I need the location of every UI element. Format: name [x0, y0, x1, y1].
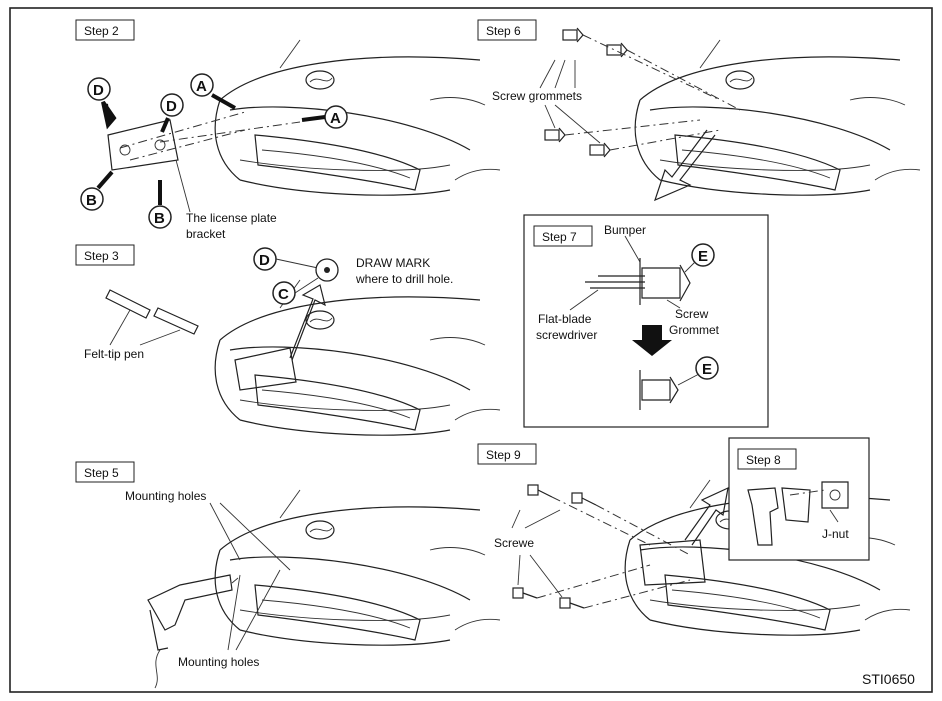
- svg-text:D: D: [259, 252, 270, 269]
- svg-text:B: B: [154, 210, 165, 227]
- down-arrow-icon: [632, 325, 672, 356]
- step-3-label-box: [75, 244, 135, 266]
- svg-text:B: B: [86, 192, 97, 209]
- step-5-label-box: [75, 461, 135, 483]
- arrow-icon: [654, 129, 716, 202]
- figure-id: STI0650: [862, 671, 915, 687]
- mounting-holes-label-bottom: Mounting holes: [178, 655, 259, 669]
- j-nut-icon: [821, 481, 849, 509]
- screw-label: Screw: [675, 307, 709, 321]
- step-8-label: Step 8: [746, 453, 781, 467]
- arrow-icon: [160, 117, 170, 133]
- j-nut-label: J-nut: [822, 527, 849, 541]
- step-8-label-box: [737, 448, 797, 470]
- drill-icon: [147, 574, 233, 631]
- svg-text:D: D: [93, 82, 104, 99]
- svg-text:D: D: [166, 98, 177, 115]
- step-3-label: Step 3: [84, 249, 119, 263]
- arrow-icon: [289, 284, 326, 361]
- step-5-label: Step 5: [84, 466, 119, 480]
- arrow-icon: [96, 170, 114, 190]
- bracket-edge-icon: [747, 487, 779, 546]
- screw-grommet-icon: [641, 379, 671, 401]
- step-2-label: Step 2: [84, 24, 119, 38]
- arrow-icon: [301, 115, 326, 122]
- license-plate-bracket: [107, 119, 179, 171]
- arrow-icon: [101, 100, 117, 130]
- svg-text:C: C: [278, 286, 289, 303]
- draw-mark-label-1: DRAW MARK: [356, 256, 430, 270]
- step-2-label-box: [75, 19, 135, 41]
- flat-blade-label-2: screwdriver: [536, 328, 597, 342]
- screw-icon: [571, 492, 597, 506]
- screw-grommet-icon: [544, 127, 566, 143]
- step-9-label-box: [477, 443, 537, 465]
- bumper-label: Bumper: [604, 223, 646, 237]
- step-7-frame: [523, 214, 769, 428]
- callout-e-2: [695, 356, 719, 380]
- grommet-label: Grommet: [669, 323, 720, 337]
- flat-blade-label-1: Flat-blade: [538, 312, 592, 326]
- svg-text:A: A: [196, 78, 207, 95]
- license-plate-bracket-label-2: bracket: [186, 227, 226, 241]
- callout-d-2: [160, 93, 184, 117]
- license-plate-bracket-label-1: The license plate: [186, 211, 277, 225]
- step-3-panel: Step 3 Felt-tip pen D C DRAW MARK where …: [75, 244, 501, 436]
- step-9-label: Step 9: [486, 448, 521, 462]
- step-6-label: Step 6: [486, 24, 521, 38]
- step-9-panel: Step 9 Screwe: [477, 443, 911, 636]
- callout-d-1: [87, 77, 111, 101]
- step-5-panel: Step 5 Mounting holes Mounting holes: [75, 461, 501, 689]
- screw-grommet-icon: [562, 27, 584, 43]
- svg-text:E: E: [698, 248, 708, 265]
- draw-mark-label-2: where to drill hole.: [355, 272, 453, 286]
- screw-grommet-icon: [589, 142, 611, 158]
- step-2-panel: Step 2 D D A A B B The license plate bra…: [75, 19, 501, 241]
- felt-tip-pen-label: Felt-tip pen: [84, 347, 144, 361]
- screw-grommets-label: Screw grommets: [492, 89, 582, 103]
- callout-b-1: [80, 187, 104, 211]
- svg-text:E: E: [702, 361, 712, 378]
- screw-icon: [559, 597, 585, 609]
- step-7-label-box: [533, 225, 593, 247]
- step-7-panel: Step 7 Bumper E Screw Grommet Flat-blade…: [523, 214, 769, 428]
- screw-icon: [512, 587, 538, 599]
- callout-e-1: [691, 243, 715, 267]
- svg-text:A: A: [330, 110, 341, 127]
- felt-tip-pen-icon: [105, 289, 151, 319]
- felt-tip-pen-icon: [153, 307, 199, 335]
- screwdriver-icon: [585, 275, 645, 289]
- callout-b-2: [148, 205, 172, 229]
- step-6-label-box: [477, 19, 537, 41]
- step-6-panel: Step 6 Screw grommets: [477, 19, 921, 202]
- mounting-holes-label-top: Mounting holes: [125, 489, 206, 503]
- step-8-panel: Step 8 J-nut: [728, 437, 870, 561]
- screws-label: Screwe: [494, 536, 534, 550]
- outer-border: [9, 7, 933, 693]
- arrow-icon: [211, 93, 236, 110]
- arrow-icon: [684, 486, 729, 546]
- callout-a-1: [190, 73, 214, 97]
- screw-icon: [527, 484, 553, 498]
- step-7-label: Step 7: [542, 230, 577, 244]
